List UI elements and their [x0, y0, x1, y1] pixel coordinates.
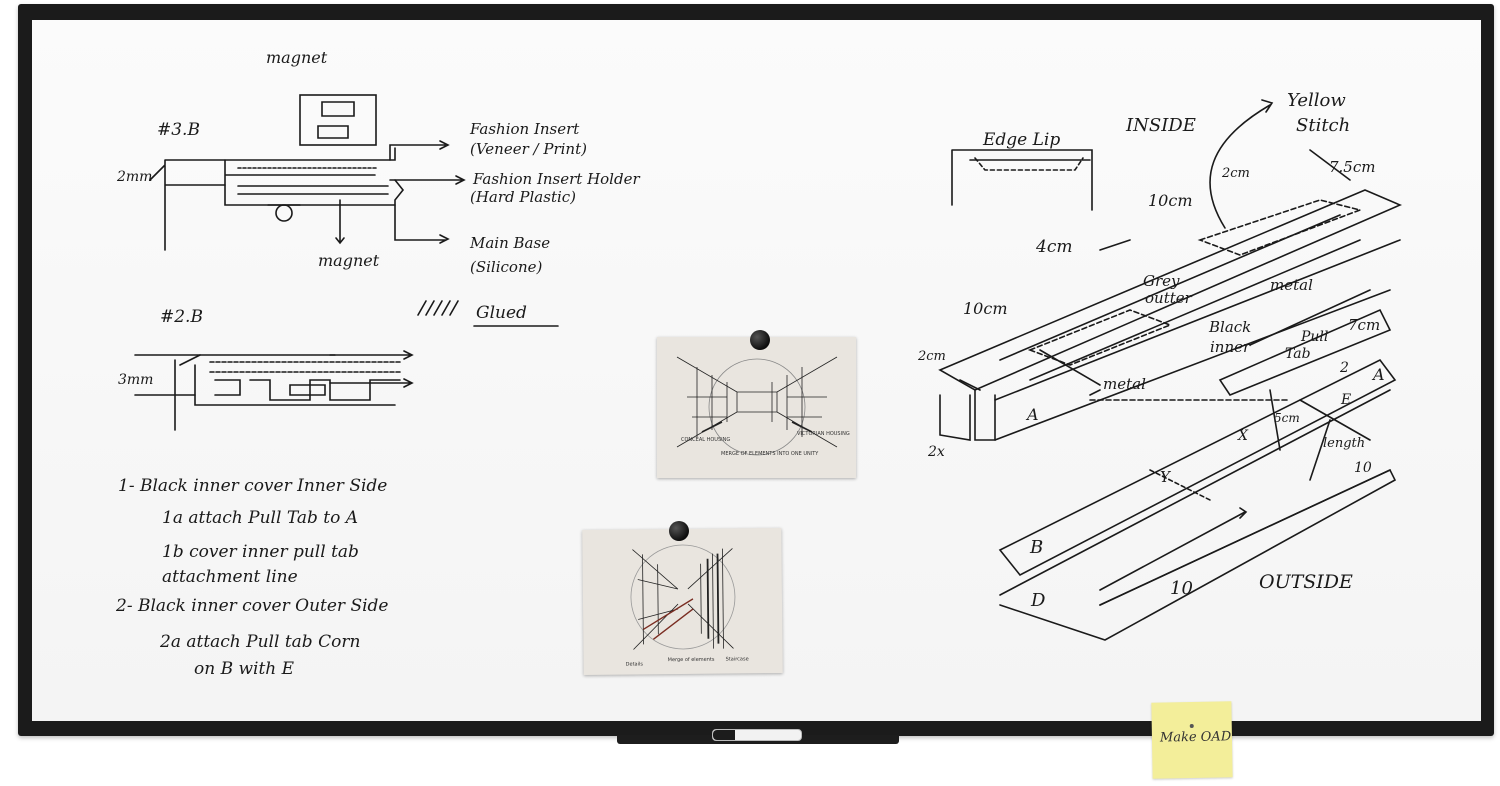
insert-holder-label: Fashion Insert Holder [472, 170, 640, 188]
magnet-shape [299, 94, 377, 146]
num-2-label: 2 [1339, 360, 1349, 376]
section-2b-label: #2.B [160, 307, 203, 327]
dry-erase-marker[interactable] [712, 729, 802, 741]
photo2-center-label: Merge of elements [668, 657, 715, 663]
dim-2cm-left: 2cm [917, 349, 946, 364]
dim-5cm: 5cm [1274, 411, 1300, 425]
sticky-note[interactable]: Make OAD [1151, 701, 1233, 779]
length-label: length [1323, 436, 1365, 451]
magnet-top-label: magnet [266, 48, 328, 67]
list-item: 1a attach Pull Tab to A [162, 508, 358, 528]
yellow-label: Yellow [1287, 90, 1346, 111]
list-item: attachment line [162, 567, 298, 587]
sketch-photo-1: CONCEAL HOUSING MERGE OF ELEMENTS INTO O… [657, 337, 856, 478]
fashion-insert-sub-label: (Veneer / Print) [470, 140, 587, 158]
stitch-label: Stitch [1296, 115, 1350, 136]
num-10-bottom: 10 [1170, 578, 1193, 599]
letter-b-label: B [1029, 537, 1043, 558]
metal-top-label: metal [1270, 276, 1313, 294]
inside-label: INSIDE [1125, 115, 1196, 136]
main-base-label: Main Base [469, 234, 550, 252]
num-10-right: 10 [1354, 460, 1372, 476]
sketch-photo-2: Details Merge of elements Staircase [582, 527, 783, 676]
metal-bottom-label: metal [1103, 375, 1146, 393]
list-item: 2- Black inner cover Outer Side [115, 596, 388, 616]
pull-tab-label-2: Tab [1285, 346, 1311, 362]
letter-d-label: D [1030, 590, 1046, 611]
dim-2cm-top: 2cm [1221, 166, 1250, 181]
sticky-note-text: Make OAD [1159, 729, 1232, 746]
photo2-right-label: Staircase [726, 656, 749, 662]
sticky-pin-icon [1189, 723, 1194, 729]
dim-7cm: 7cm [1348, 316, 1380, 334]
magnet-bottom-label: magnet [318, 251, 380, 270]
photo1-right-label: VICTORIAN HOUSING [797, 431, 850, 437]
grey-outter-label-2: outter [1145, 289, 1193, 307]
perspective-sketch-2: Details Merge of elements Staircase [626, 544, 749, 668]
letter-a-label: A [1025, 405, 1039, 424]
section-3b-label: #3.B [157, 120, 200, 140]
letter-y-label: Y [1160, 468, 1172, 486]
list-item: 1- Black inner cover Inner Side [118, 476, 387, 496]
perspective-sketch-1: CONCEAL HOUSING MERGE OF ELEMENTS INTO O… [676, 356, 850, 457]
main-base-sub-label: (Silicone) [470, 258, 542, 276]
black-inner-label: Black [1208, 318, 1251, 336]
dim-2mm-label: 2mm [116, 169, 152, 185]
edge-lip-label: Edge Lip [982, 130, 1060, 150]
fashion-insert-label: Fashion Insert [469, 120, 580, 138]
letter-e-label: E [1340, 392, 1351, 408]
dim-3mm-label: 3mm [118, 372, 153, 388]
black-inner-label-2: inner [1210, 338, 1251, 356]
dim-10cm-top: 10cm [1148, 191, 1193, 210]
glued-label: Glued [476, 303, 527, 323]
photo2-left-label: Details [626, 661, 644, 667]
outside-label: OUTSIDE [1259, 571, 1353, 593]
pull-tab-label: Pull [1300, 329, 1328, 345]
dim-4cm: 4cm [1035, 237, 1072, 257]
list-item: 1b cover inner pull tab [162, 542, 359, 562]
marker-cap [713, 730, 735, 740]
photo1-left-label: CONCEAL HOUSING [681, 437, 730, 443]
magnet-pin-1[interactable] [750, 330, 770, 350]
dim-10cm-left: 10cm [963, 299, 1008, 318]
magnet-pin-2[interactable] [669, 521, 689, 541]
insert-holder-sub-label: (Hard Plastic) [470, 188, 576, 206]
photo1-center-label: MERGE OF ELEMENTS INTO ONE UNITY [721, 451, 819, 457]
list-item: on B with E [194, 659, 295, 679]
grey-outter-label: Grey [1143, 272, 1180, 290]
dim-2x: 2x [927, 444, 945, 460]
letter-a2-label: A [1371, 365, 1385, 384]
letter-x-label: X [1237, 428, 1249, 444]
dim-7-5cm: 7.5cm [1329, 158, 1375, 176]
list-item: 2a attach Pull tab Corn [159, 632, 360, 652]
